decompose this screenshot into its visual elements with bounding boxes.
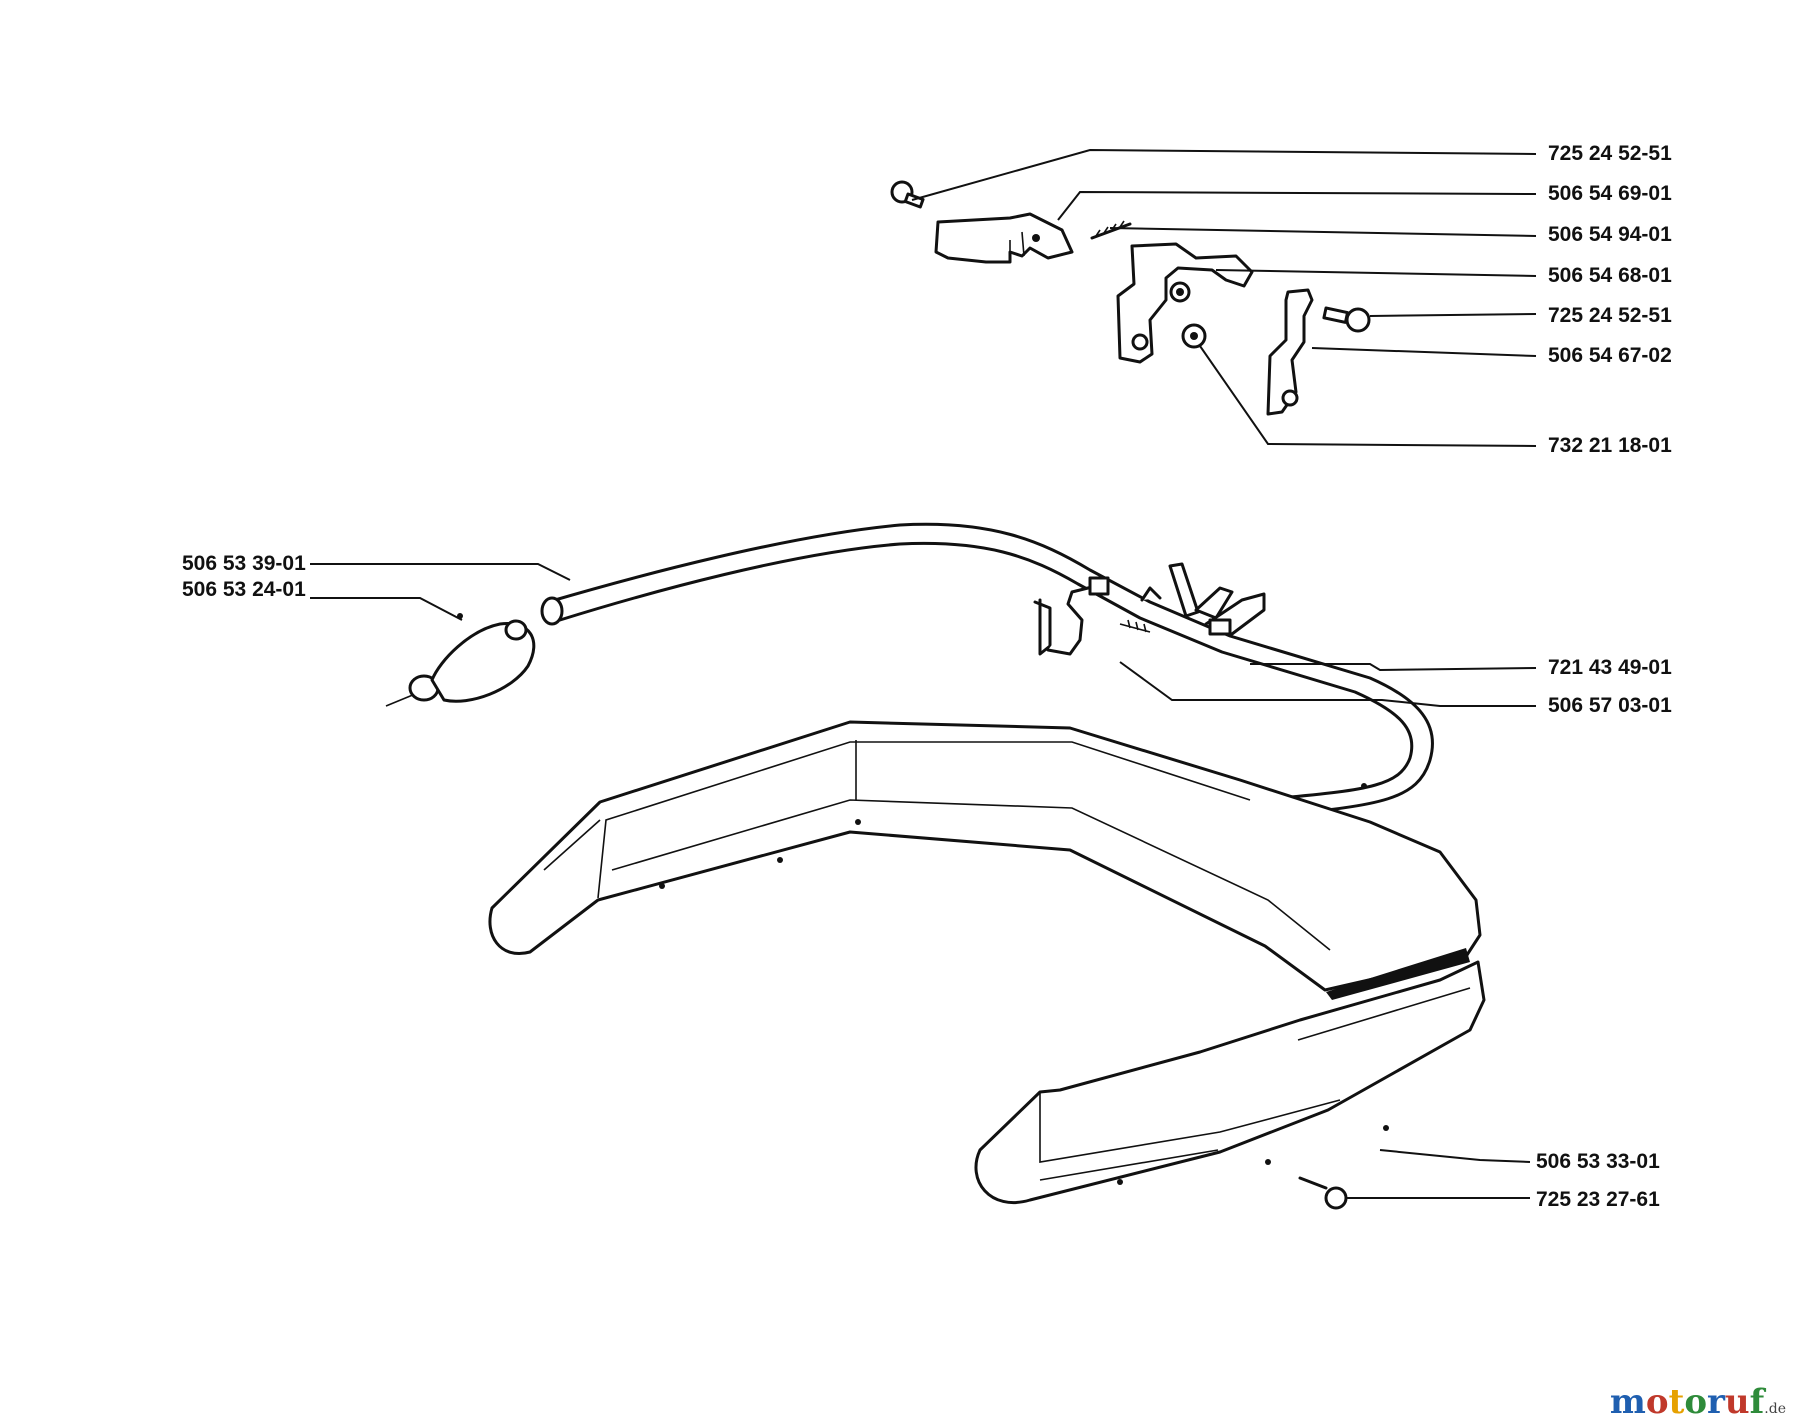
label-506-57-03-01: 506 57 03-01 bbox=[1548, 694, 1672, 717]
label-725-23-27-61: 725 23 27-61 bbox=[1536, 1188, 1660, 1211]
watermark-logo: motoruf.de bbox=[1610, 1382, 1786, 1422]
label-506-53-24-01: 506 53 24-01 bbox=[182, 578, 306, 601]
watermark-suffix: .de bbox=[1764, 1401, 1786, 1417]
primer-bulb-506-53-24-01 bbox=[385, 613, 536, 707]
label-506-53-39-01: 506 53 39-01 bbox=[182, 552, 306, 575]
label-725-24-52-51-top: 725 24 52-51 bbox=[1548, 142, 1672, 165]
lever-wire bbox=[1033, 562, 1266, 656]
bracket-assembly bbox=[890, 180, 1371, 416]
label-506-54-67-02: 506 54 67-02 bbox=[1548, 344, 1672, 367]
plate-506-54-68-01 bbox=[1116, 242, 1254, 364]
part-labels: 725 24 52-51 506 54 69-01 506 54 94-01 5… bbox=[182, 142, 1672, 1211]
handle-tube-506-53-39-01 bbox=[540, 522, 1434, 829]
screw-725-23-27-61 bbox=[1298, 1176, 1348, 1210]
watermark-letter: f bbox=[1749, 1382, 1765, 1422]
bolt-725-24-52-51-right bbox=[1322, 306, 1371, 333]
label-725-24-52-51-right: 725 24 52-51 bbox=[1548, 304, 1672, 327]
watermark-letter: u bbox=[1724, 1382, 1750, 1422]
nut-732-21-18-01 bbox=[1181, 323, 1207, 349]
leader-lines bbox=[310, 148, 1537, 1199]
watermark-letter: t bbox=[1668, 1382, 1685, 1422]
bracket-506-54-69-01 bbox=[934, 212, 1074, 264]
label-506-54-94-01: 506 54 94-01 bbox=[1548, 223, 1672, 246]
label-506-54-68-01: 506 54 68-01 bbox=[1548, 264, 1672, 287]
label-721-43-49-01: 721 43 49-01 bbox=[1548, 656, 1672, 679]
watermark-letter: o bbox=[1645, 1382, 1669, 1422]
watermark-letter: r bbox=[1707, 1382, 1725, 1422]
label-732-21-18-01: 732 21 18-01 bbox=[1548, 434, 1672, 457]
bolt-725-24-52-51-top bbox=[890, 180, 925, 209]
label-506-54-69-01: 506 54 69-01 bbox=[1548, 182, 1672, 205]
pin-506-54-94-01 bbox=[1090, 222, 1132, 240]
guard-506-53-33-01 bbox=[488, 720, 1486, 1204]
watermark-text: motoruf bbox=[1610, 1382, 1764, 1422]
label-506-53-33-01: 506 53 33-01 bbox=[1536, 1150, 1660, 1173]
watermark-letter: m bbox=[1609, 1382, 1646, 1422]
watermark-letter: o bbox=[1684, 1382, 1707, 1422]
